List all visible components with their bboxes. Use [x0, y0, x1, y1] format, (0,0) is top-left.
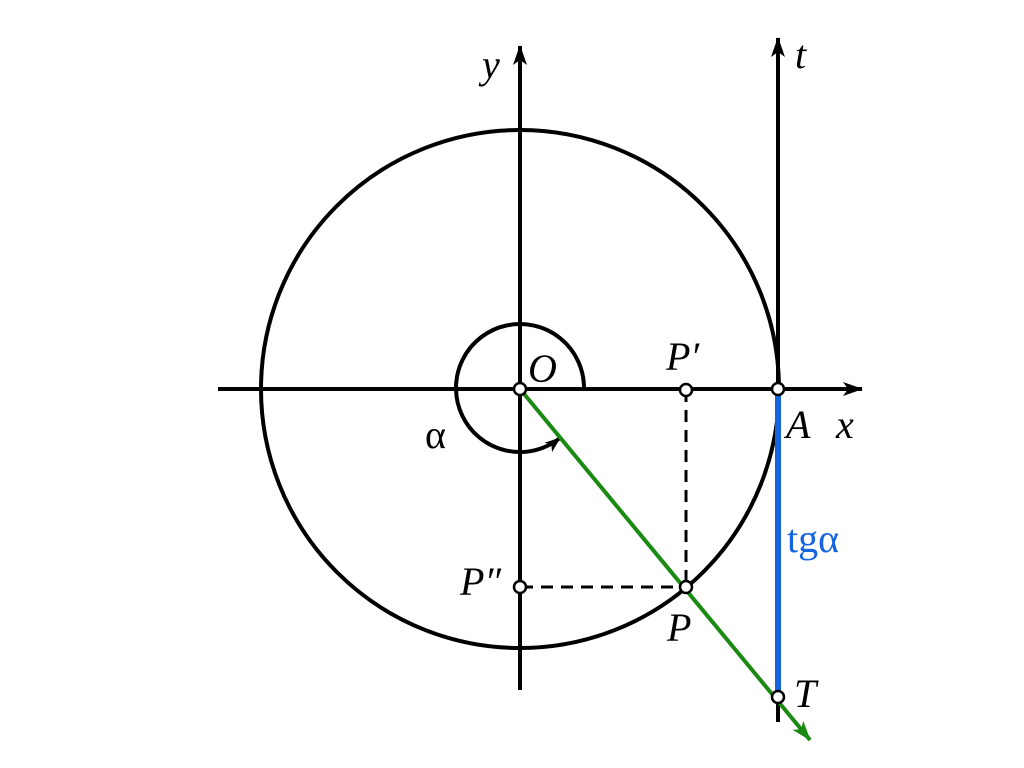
- point-p-prime-marker: [678, 382, 694, 398]
- angle-arc: [454, 322, 587, 454]
- angle-label: α: [425, 412, 446, 457]
- x-axis-label: x: [835, 402, 854, 447]
- point-p-double-prime-label: P″: [459, 559, 502, 604]
- point-p-marker: [678, 579, 694, 595]
- origin-label: O: [528, 346, 557, 391]
- point-p-prime-label: P′: [665, 334, 700, 379]
- point-t-label: T: [794, 671, 819, 716]
- ray-op: [518, 387, 812, 742]
- point-a-marker: [770, 381, 786, 397]
- tangent-segment-label: tgα: [787, 516, 839, 561]
- t-axis-label: t: [795, 32, 807, 77]
- point-t-marker: [770, 689, 786, 705]
- point-a-label: A: [783, 402, 811, 447]
- point-o-marker: [512, 381, 528, 397]
- point-p-double-prime-marker: [512, 579, 528, 595]
- point-p-label: P: [666, 605, 691, 650]
- y-axis-label: y: [478, 42, 500, 87]
